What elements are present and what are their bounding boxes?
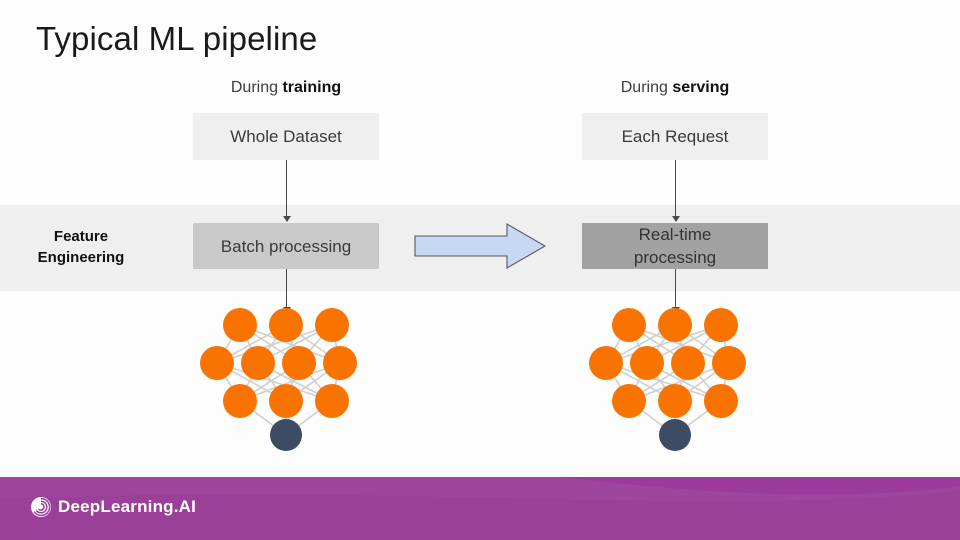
nn-output-node <box>659 419 691 451</box>
nn-edges <box>216 324 341 436</box>
box-real-time-processing: Real-time processing <box>582 223 768 269</box>
column-header-serving: During serving <box>555 79 795 97</box>
connector-shaft <box>286 160 287 217</box>
column-header-serving-emphasis: serving <box>672 79 730 96</box>
box-each-request: Each Request <box>582 113 768 160</box>
brand-name: DeepLearning.AI <box>58 497 197 516</box>
connector-shaft <box>675 160 676 217</box>
nn-nodes <box>589 308 746 418</box>
connector-shaft <box>286 269 287 308</box>
column-header-training-prefix: During <box>230 79 283 96</box>
column-header-serving-prefix: During <box>620 79 673 96</box>
box-real-time-processing-line1: Real-time <box>638 225 712 244</box>
column-header-training: During training <box>166 79 406 97</box>
feature-engineering-label: Feature Engineering <box>18 226 144 268</box>
footer-swoosh-decoration <box>0 477 960 502</box>
nn-nodes <box>200 308 357 418</box>
footer-bar <box>0 477 960 540</box>
page-title: Typical ML pipeline <box>36 20 318 57</box>
neural-network-diagram-serving <box>589 308 746 451</box>
box-real-time-processing-line2: processing <box>633 248 717 267</box>
neural-network-diagram-training <box>200 308 357 451</box>
column-header-training-emphasis: training <box>282 79 342 96</box>
feature-engineering-label-line2: Engineering <box>37 249 125 266</box>
arrowhead-down-icon <box>282 216 291 222</box>
arrowhead-down-icon <box>671 216 680 222</box>
right-block-arrow-icon <box>414 223 546 269</box>
deeplearning-spiral-icon <box>31 497 51 517</box>
box-batch-processing: Batch processing <box>193 223 379 269</box>
nn-edges <box>605 324 730 436</box>
feature-engineering-label-line1: Feature <box>53 228 109 245</box>
connector-shaft <box>675 269 676 308</box>
nn-output-node <box>270 419 302 451</box>
brand-logo: DeepLearning.AI <box>30 496 196 518</box>
box-whole-dataset: Whole Dataset <box>193 113 379 160</box>
